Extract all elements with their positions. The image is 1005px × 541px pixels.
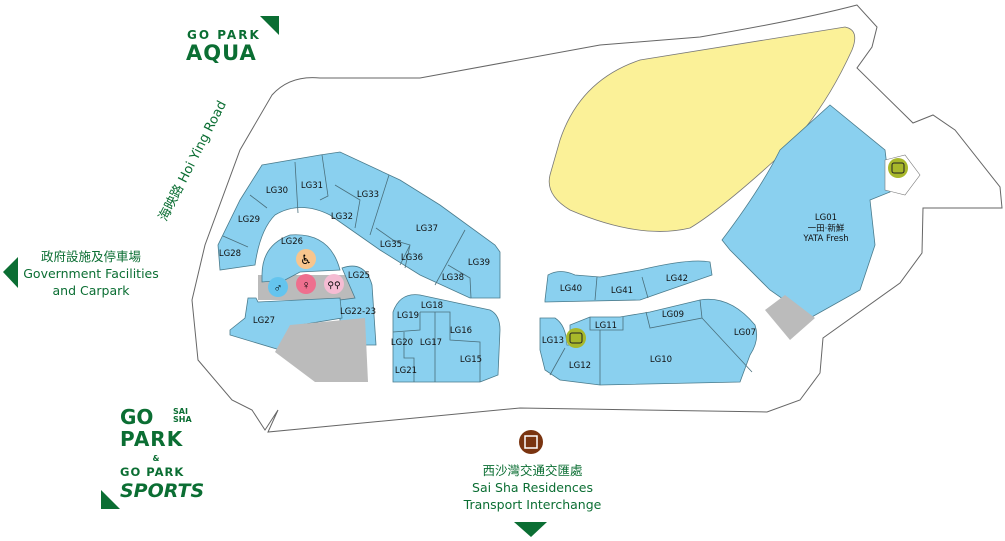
unit-lg28[interactable]: LG28	[219, 249, 241, 259]
unit-lg27[interactable]: LG27	[253, 316, 275, 326]
unit-lg21[interactable]: LG21	[395, 366, 417, 376]
arrow-down-icon[interactable]	[514, 522, 547, 537]
unit-lg36[interactable]: LG36	[401, 253, 423, 263]
unit-lg16[interactable]: LG16	[450, 326, 472, 336]
male-toilet-icon: ♂	[268, 277, 288, 297]
unit-lg20[interactable]: LG20	[391, 338, 413, 348]
lift-icon	[888, 158, 908, 178]
svg-text:♿: ♿	[300, 252, 312, 267]
unit-lg40[interactable]: LG40	[560, 284, 582, 294]
arrow-left-icon[interactable]	[3, 257, 18, 288]
unit-lg01-en: YATA Fresh	[802, 234, 848, 244]
go-park-aqua-logo[interactable]: GO PARK AQUA	[186, 16, 279, 65]
unit-lg39[interactable]: LG39	[468, 258, 490, 268]
transport-label-zh: 西沙灣交通交匯處	[482, 463, 583, 478]
svg-text:SPORTS: SPORTS	[120, 480, 204, 502]
accessible-toilet-icon: ♿	[296, 249, 316, 269]
female-toilet-icon: ♀	[296, 274, 316, 294]
transport-icon	[519, 430, 543, 454]
government-carpark-direction[interactable]: 政府設施及停車場 Government Facilities and Carpa…	[20, 248, 162, 299]
transport-label-en1: Sai Sha Residences	[472, 480, 593, 495]
unit-lg18[interactable]: LG18	[421, 301, 443, 311]
lift-icon	[566, 328, 586, 348]
block-west	[217, 151, 501, 299]
svg-text:AQUA: AQUA	[186, 41, 257, 65]
unit-lg22-23[interactable]: LG22-23	[340, 307, 376, 317]
transport-label-en2: Transport Interchange	[463, 497, 602, 512]
unit-lg25[interactable]: LG25	[348, 271, 370, 281]
government-label-en1: Government Facilities	[23, 266, 159, 281]
svg-text:⚲⚲: ⚲⚲	[327, 280, 341, 290]
svg-text:GO PARK: GO PARK	[187, 28, 261, 42]
block-central-west	[229, 234, 377, 382]
transport-interchange-direction[interactable]: 西沙灣交通交匯處 Sai Sha Residences Transport In…	[455, 462, 610, 513]
unit-lg01-zh: 一田‧新鮮	[808, 223, 845, 234]
unit-lg32[interactable]: LG32	[331, 212, 353, 222]
unit-lg13[interactable]: LG13	[542, 336, 564, 346]
unit-lg42[interactable]: LG42	[666, 274, 688, 284]
svg-text:GO: GO	[120, 405, 153, 429]
unit-lg35[interactable]: LG35	[380, 240, 402, 250]
unit-lg31[interactable]: LG31	[301, 181, 323, 191]
svg-text:SHA: SHA	[173, 415, 192, 424]
unit-lg11[interactable]: LG11	[595, 321, 617, 331]
unit-lg29[interactable]: LG29	[238, 215, 260, 225]
unit-lg15[interactable]: LG15	[460, 355, 482, 365]
unit-lg30[interactable]: LG30	[266, 186, 288, 196]
block-east	[539, 104, 921, 386]
family-room-icon: ⚲⚲	[324, 274, 344, 294]
unit-lg12[interactable]: LG12	[569, 361, 591, 371]
unit-lg01[interactable]: LG01	[815, 213, 837, 223]
block-central	[392, 294, 501, 383]
unit-lg07[interactable]: LG07	[734, 328, 756, 338]
unit-lg26[interactable]: LG26	[281, 237, 303, 247]
unit-lg09[interactable]: LG09	[662, 310, 684, 320]
svg-text:♀: ♀	[302, 278, 311, 292]
svg-text:&: &	[153, 454, 160, 463]
svg-text:PARK: PARK	[120, 427, 184, 451]
unit-lg41[interactable]: LG41	[611, 286, 633, 296]
unit-lg19[interactable]: LG19	[397, 311, 419, 321]
government-label-en2: and Carpark	[52, 283, 130, 298]
svg-text:SAI: SAI	[173, 407, 188, 416]
unit-lg33[interactable]: LG33	[357, 190, 379, 200]
site-outline	[191, 4, 1003, 433]
government-label-zh: 政府設施及停車場	[40, 249, 141, 264]
unit-lg17[interactable]: LG17	[420, 338, 442, 348]
svg-text:GO PARK: GO PARK	[120, 465, 184, 479]
unit-lg10[interactable]: LG10	[650, 355, 672, 365]
svg-text:♂: ♂	[274, 281, 283, 295]
unit-lg38[interactable]: LG38	[442, 273, 464, 283]
unit-labels: LG30 LG31 LG33 LG32 LG29 LG28 LG37 LG35 …	[219, 181, 849, 376]
go-park-sai-sha-logo[interactable]: GO SAI SHA PARK & GO PARK SPORTS	[101, 405, 204, 509]
unit-lg37[interactable]: LG37	[416, 224, 438, 234]
road-label: 海映路 Hoi Ying Road	[155, 98, 230, 224]
